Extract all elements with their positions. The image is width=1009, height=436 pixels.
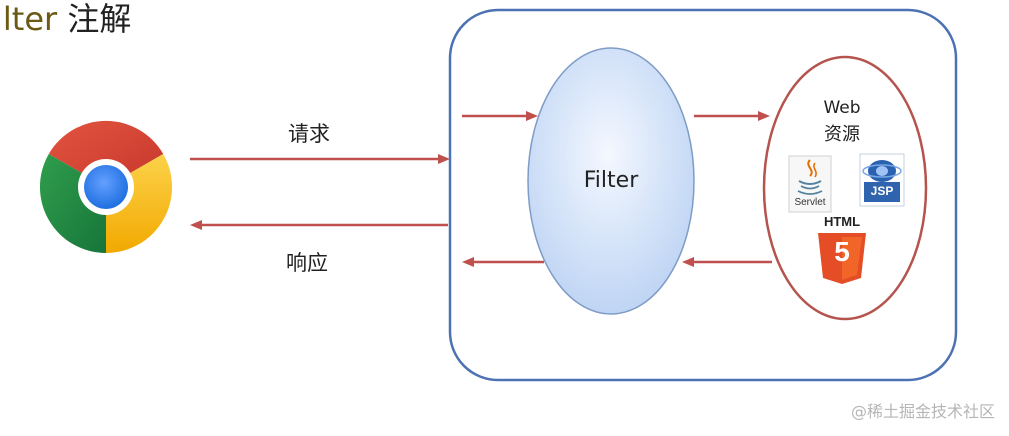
- chrome-icon: [39, 120, 173, 254]
- request-arrow: [190, 154, 450, 164]
- html5-icon: [818, 233, 866, 284]
- html5-number: 5: [834, 236, 850, 267]
- jsp-label: JSP: [870, 184, 894, 198]
- filter-label: Filter: [583, 168, 639, 193]
- servlet-label: Servlet: [794, 197, 826, 208]
- container-to-filter-arrow: [462, 111, 538, 121]
- response-label: 响应: [286, 251, 328, 275]
- page-title: ilter 注解: [0, 0, 131, 40]
- server-container: [448, 8, 958, 382]
- filter-ellipse: [527, 47, 695, 315]
- request-label: 请求: [288, 122, 330, 146]
- title-en: ilter: [0, 0, 58, 38]
- filter-to-container-arrow: [462, 257, 544, 267]
- resources-label: 资源: [824, 124, 860, 145]
- jsp-icon: [859, 153, 905, 207]
- java-servlet-icon: [788, 155, 832, 213]
- web-label: Web: [823, 98, 861, 118]
- web-resources-ellipse: [762, 55, 928, 321]
- html-label: HTML: [823, 214, 861, 229]
- response-arrow: [190, 220, 448, 230]
- filter-to-web-arrow: [694, 111, 770, 121]
- watermark: @稀土掘金技术社区: [850, 402, 995, 421]
- web-to-filter-arrow: [682, 257, 772, 267]
- title-zh: 注解: [67, 0, 132, 38]
